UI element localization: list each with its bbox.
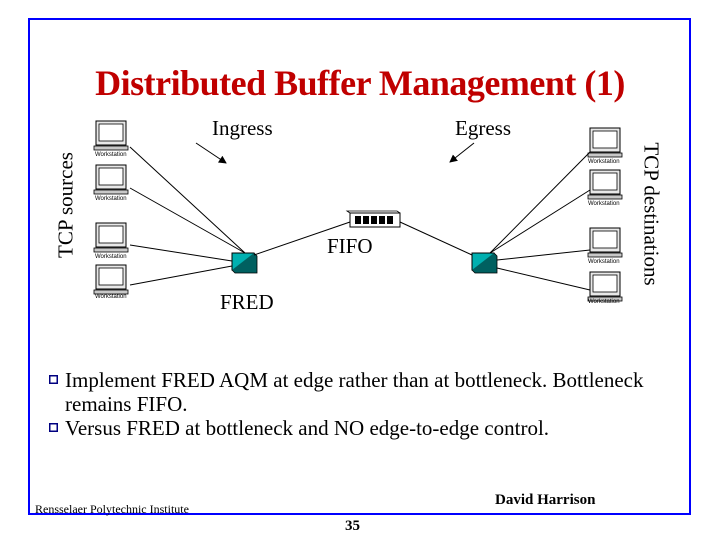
source-workstation-2: [93, 164, 129, 195]
source-workstation-1-caption: Workstation: [95, 152, 127, 158]
bullet-text: Versus FRED at bottleneck and NO edge-to…: [65, 416, 550, 440]
source-workstation-4: [93, 264, 129, 295]
source-workstation-1: [93, 120, 129, 151]
link-egress-destination1: [489, 151, 591, 254]
destination-workstation-3: [587, 227, 623, 258]
link-egress-destination4: [496, 267, 591, 291]
link-source4-ingress: [129, 265, 233, 286]
fifo-queue-icon: [345, 210, 401, 228]
bullet-square-icon: [49, 423, 58, 432]
link-fifo-egress: [399, 221, 473, 256]
link-source2-ingress: [129, 187, 246, 254]
destination-workstation-2-caption: Workstation: [588, 201, 620, 207]
fifo-label: FIFO: [327, 234, 373, 258]
destination-workstation-2: [587, 169, 623, 200]
fred-label: FRED: [220, 290, 274, 314]
source-workstation-3-caption: Workstation: [95, 254, 127, 260]
egress-arrow: [449, 142, 475, 163]
ingress-router: [231, 252, 258, 274]
link-ingress-fifo: [253, 221, 351, 256]
link-source1-ingress: [129, 146, 246, 254]
bullet-item: Versus FRED at bottleneck and NO edge-to…: [49, 416, 672, 440]
destination-workstation-1: [587, 127, 623, 158]
slide-frame: [28, 18, 691, 515]
source-workstation-4-caption: Workstation: [95, 294, 127, 300]
link-egress-destination2: [489, 189, 591, 254]
source-workstation-2-caption: Workstation: [95, 196, 127, 202]
link-egress-destination3: [496, 249, 591, 261]
egress-label: Egress: [455, 116, 511, 140]
footer-institution: Rensselaer Polytechnic Institute: [35, 502, 189, 516]
ingress-arrow: [195, 142, 227, 164]
destination-workstation-1-caption: Workstation: [588, 159, 620, 165]
destination-workstation-3-caption: Workstation: [588, 259, 620, 265]
bullet-square-icon: [49, 375, 58, 384]
bullet-list: Implement FRED AQM at edge rather than a…: [49, 368, 672, 440]
tcp-sources-label: TCP sources: [53, 152, 78, 258]
page-number: 35: [345, 518, 360, 534]
footer-author: David Harrison: [495, 492, 596, 508]
ingress-label: Ingress: [212, 116, 273, 140]
tcp-destinations-label: TCP destinations: [639, 142, 664, 286]
slide-title: Distributed Buffer Management (1): [95, 63, 625, 103]
egress-router: [471, 252, 498, 274]
destination-workstation-4: [587, 271, 623, 302]
destination-workstation-4-caption: Workstation: [588, 299, 620, 305]
bullet-item: Implement FRED AQM at edge rather than a…: [49, 368, 672, 416]
source-workstation-3: [93, 222, 129, 253]
link-source3-ingress: [129, 244, 233, 262]
bullet-text: Implement FRED AQM at edge rather than a…: [65, 368, 644, 416]
